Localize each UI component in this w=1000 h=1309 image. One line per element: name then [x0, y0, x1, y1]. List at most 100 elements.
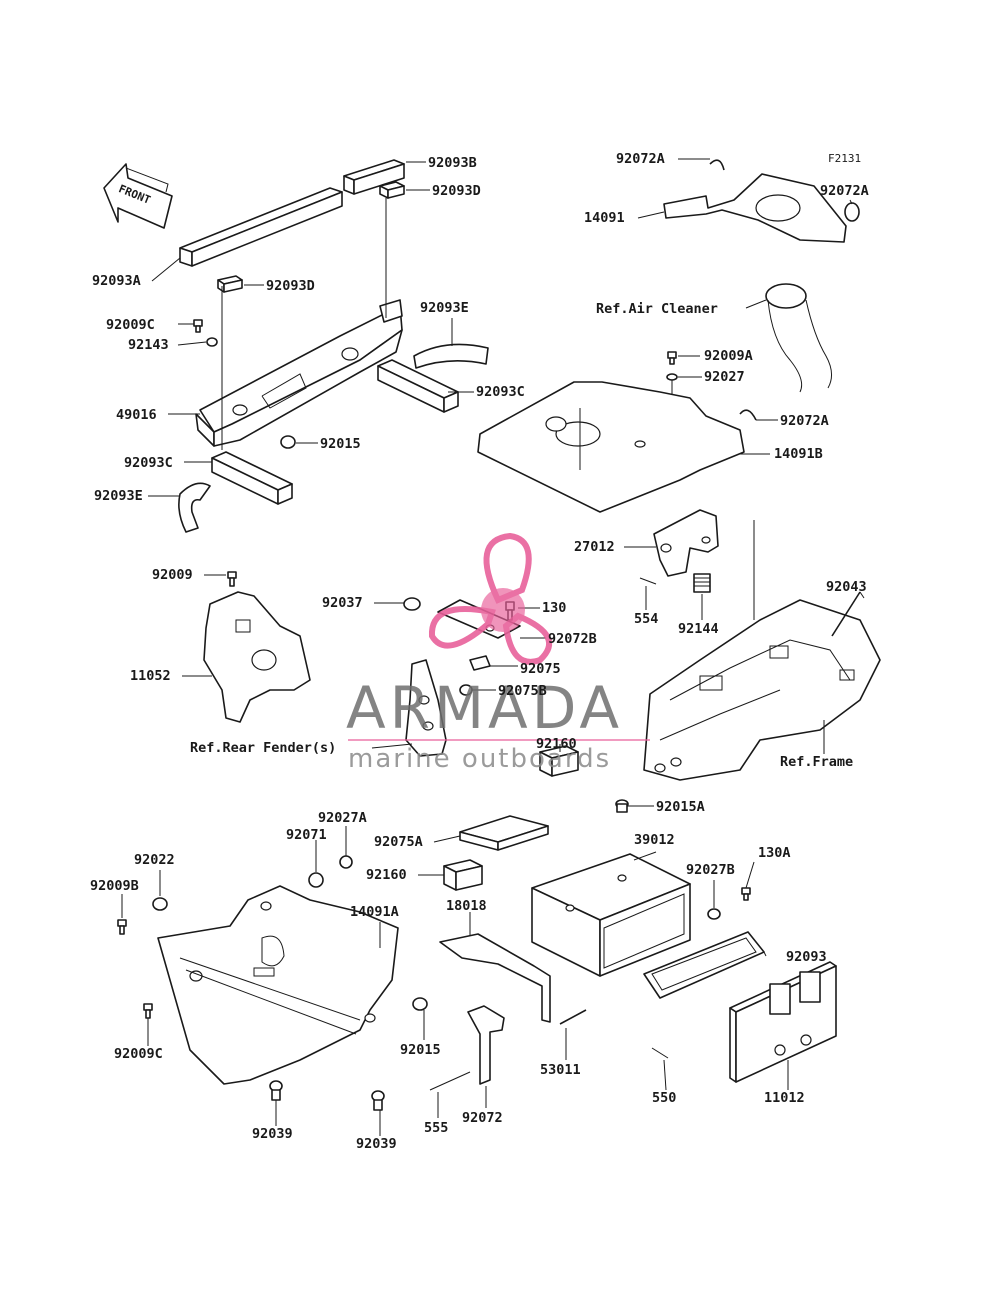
bracket-18018: [439, 933, 551, 1023]
label-130: 130: [542, 600, 567, 616]
collar-92015a: [615, 799, 629, 813]
label-53011: 53011: [540, 1062, 581, 1078]
label-92144: 92144: [678, 621, 719, 637]
foam-block-92093a: [179, 187, 343, 267]
label-14091a: 14091A: [350, 904, 399, 920]
label-92015a: 92015A: [656, 799, 705, 815]
foam-block-92093d-mid: [217, 275, 243, 293]
strap-92037: [403, 597, 421, 611]
spring-92144: [693, 573, 711, 593]
washer-92027: [666, 373, 678, 381]
label-92093d-top: 92093D: [432, 183, 481, 199]
label-92009b: 92009B: [90, 878, 139, 894]
foam-92093e-top: [413, 343, 489, 369]
nut-92075: [469, 655, 491, 671]
bracket-11052: [203, 591, 311, 723]
label-92160-top: 92160: [536, 736, 577, 752]
label-39012: 39012: [634, 832, 675, 848]
label-92093e-top: 92093E: [420, 300, 469, 316]
label-49016: 49016: [116, 407, 157, 423]
washer-92022: [152, 897, 168, 911]
figure-code: F2131: [828, 152, 862, 165]
label-92093b: 92093B: [428, 155, 477, 171]
label-92093: 92093: [786, 949, 827, 965]
label-92072: 92072: [462, 1110, 503, 1126]
foam-92093e-bottom: [178, 482, 211, 533]
label-92093c-right: 92093C: [476, 384, 525, 400]
bolt-130a: [741, 887, 751, 901]
label-92015-top: 92015: [320, 436, 361, 452]
label-14091b: 14091B: [774, 446, 823, 462]
front-arrow-icon: [103, 163, 173, 229]
grommet-92071: [308, 872, 324, 888]
watermark-tagline: marine outboards: [348, 744, 612, 774]
label-92039-right: 92039: [356, 1136, 397, 1152]
air-cleaner-duct: [765, 283, 832, 393]
label-92160-mid: 92160: [366, 867, 407, 883]
label-18018: 18018: [446, 898, 487, 914]
bolt-92009c-bottom: [143, 1003, 153, 1019]
label-92043: 92043: [826, 579, 867, 595]
label-550: 550: [652, 1090, 677, 1106]
watermark-propeller-icon: [348, 532, 650, 741]
label-92093c-left: 92093C: [124, 455, 173, 471]
label-92143: 92143: [128, 337, 169, 353]
stay-92072: [467, 1005, 505, 1085]
bolt-92009a: [667, 351, 677, 365]
label-11012: 11012: [764, 1090, 805, 1106]
battery-11012: [729, 961, 837, 1083]
label-92093a: 92093A: [92, 273, 141, 289]
label-92009c-top: 92009C: [106, 317, 155, 333]
bolt-53011: [559, 1009, 587, 1025]
cover-plate-14091b: [477, 381, 745, 513]
label-92075: 92075: [520, 661, 561, 677]
label-555: 555: [424, 1120, 449, 1136]
nut-92015-bottom: [412, 997, 428, 1011]
label-92039-left: 92039: [252, 1126, 293, 1142]
bolt-92009b: [117, 919, 127, 935]
label-130a: 130A: [758, 845, 791, 861]
label-92093e-bottom: 92093E: [94, 488, 143, 504]
leader-lines: [121, 158, 865, 1136]
label-92009: 92009: [152, 567, 193, 583]
label-ref-rear-fender: Ref.Rear Fender(s): [190, 740, 337, 756]
label-92072a-lower: 92072A: [780, 413, 829, 429]
battery-case-39012: [531, 853, 691, 977]
cover-14091: [663, 173, 847, 243]
clamp-92072a-right: [844, 202, 860, 222]
foam-block-92093d-top: [379, 181, 405, 199]
clip-92039-left: [269, 1080, 283, 1101]
label-ref-air-cleaner: Ref.Air Cleaner: [596, 301, 718, 317]
washer-92027b: [707, 908, 721, 920]
clip-92015-top: [280, 435, 296, 449]
bracket-27012: [653, 509, 719, 577]
label-92093d-mid: 92093D: [266, 278, 315, 294]
label-92027a: 92027A: [318, 810, 367, 826]
label-92072b: 92072B: [548, 631, 597, 647]
label-92075b: 92075B: [498, 683, 547, 699]
clamp-92072a-lower: [739, 409, 757, 421]
washer-92143: [206, 337, 218, 347]
pad-92160-mid: [443, 859, 483, 891]
label-11052: 11052: [130, 668, 171, 684]
pin-554: [639, 577, 657, 585]
label-92071: 92071: [286, 827, 327, 843]
label-27012: 27012: [574, 539, 615, 555]
bolt-92009c-top: [193, 319, 203, 333]
pin-550: [651, 1047, 669, 1059]
label-92027: 92027: [704, 369, 745, 385]
collar-92027a: [339, 855, 353, 869]
label-92015-bottom: 92015: [400, 1042, 441, 1058]
label-92009a: 92009A: [704, 348, 753, 364]
label-92022: 92022: [134, 852, 175, 868]
foam-92093c-right: [377, 359, 459, 413]
label-92072a-top: 92072A: [616, 151, 665, 167]
pad-92160-top: [539, 745, 579, 777]
label-92072a-right: 92072A: [820, 183, 869, 199]
label-92075a: 92075A: [374, 834, 423, 850]
label-92009c-bottom: 92009C: [114, 1046, 163, 1062]
cover-14091a: [157, 885, 399, 1085]
pin-555: [429, 1071, 471, 1091]
